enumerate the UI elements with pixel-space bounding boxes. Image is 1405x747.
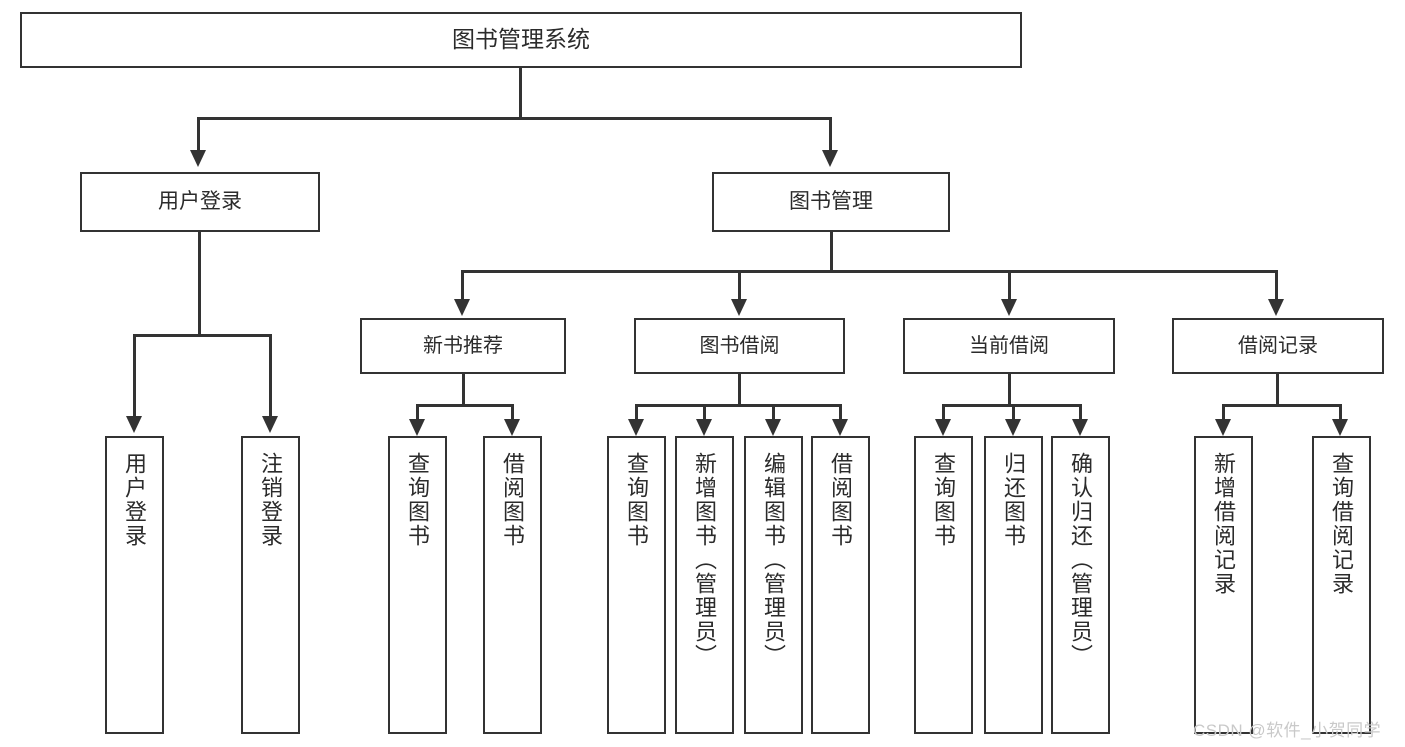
connector-level2-drop-3 bbox=[1008, 270, 1011, 302]
node-label: 用户登录 bbox=[158, 190, 242, 214]
connector-level2-drop-1 bbox=[461, 270, 464, 302]
node-label: 查询图书 bbox=[931, 452, 957, 548]
arrowhead-user-leaf-1 bbox=[126, 416, 142, 433]
leaf-current-confirm-return[interactable]: 确认归还（管理员） bbox=[1051, 436, 1110, 734]
arrowhead-borrow-leaf-2 bbox=[696, 419, 712, 436]
node-label: 当前借阅 bbox=[969, 334, 1049, 357]
node-new-book-recommend[interactable]: 新书推荐 bbox=[360, 318, 566, 374]
arrowhead-level1-user bbox=[190, 150, 206, 167]
arrowhead-user-leaf-2 bbox=[262, 416, 278, 433]
node-label: 新增图书（管理员） bbox=[692, 452, 718, 668]
node-root-system[interactable]: 图书管理系统 bbox=[20, 12, 1022, 68]
watermark-csdn: CSDN @软件_小贺同学 bbox=[1193, 721, 1382, 740]
arrowhead-borrow-leaf-4 bbox=[832, 419, 848, 436]
node-label: 借阅记录 bbox=[1238, 334, 1318, 357]
node-label: 用户登录 bbox=[122, 452, 148, 548]
node-label: 查询图书 bbox=[405, 452, 431, 548]
arrowhead-level2-3 bbox=[1001, 299, 1017, 316]
arrowhead-borrow-leaf-1 bbox=[628, 419, 644, 436]
node-borrow-record[interactable]: 借阅记录 bbox=[1172, 318, 1384, 374]
connector-borrow-drop-4 bbox=[839, 404, 842, 422]
connector-current-drop-3 bbox=[1079, 404, 1082, 422]
arrowhead-record-leaf-1 bbox=[1215, 419, 1231, 436]
node-current-borrow[interactable]: 当前借阅 bbox=[903, 318, 1115, 374]
node-label: 注销登录 bbox=[258, 452, 284, 548]
connector-level1-bus bbox=[197, 117, 832, 120]
connector-record-bus bbox=[1222, 404, 1341, 407]
connector-recommend-stem bbox=[462, 374, 465, 406]
connector-borrow-stem bbox=[738, 374, 741, 406]
connector-level1-drop-user bbox=[197, 117, 200, 153]
connector-level2-bus bbox=[461, 270, 1278, 273]
connector-current-drop-2 bbox=[1012, 404, 1015, 422]
connector-root-stem bbox=[519, 68, 522, 118]
arrowhead-borrow-leaf-3 bbox=[765, 419, 781, 436]
connector-level2-drop-4 bbox=[1275, 270, 1278, 302]
node-label: 查询图书 bbox=[624, 452, 650, 548]
node-label: 图书借阅 bbox=[699, 334, 780, 357]
leaf-record-query-record[interactable]: 查询借阅记录 bbox=[1312, 436, 1371, 734]
node-label: 编辑图书（管理员） bbox=[761, 452, 787, 668]
arrowhead-current-leaf-2 bbox=[1005, 419, 1021, 436]
connector-book-stem bbox=[830, 232, 833, 272]
node-label: 图书管理 bbox=[789, 190, 873, 214]
connector-current-bus bbox=[942, 404, 1079, 407]
connector-record-drop-2 bbox=[1339, 404, 1342, 422]
arrowhead-current-leaf-3 bbox=[1072, 419, 1088, 436]
connector-record-stem bbox=[1276, 374, 1279, 406]
connector-user-bus bbox=[133, 334, 269, 337]
node-book-borrow[interactable]: 图书借阅 bbox=[634, 318, 845, 374]
node-book-management[interactable]: 图书管理 bbox=[712, 172, 950, 232]
node-label: 查询借阅记录 bbox=[1329, 452, 1355, 596]
node-label: 图书管理系统 bbox=[452, 26, 590, 53]
leaf-record-add-record[interactable]: 新增借阅记录 bbox=[1194, 436, 1253, 734]
node-label: 归还图书 bbox=[1001, 452, 1027, 548]
leaf-recommend-borrow-book[interactable]: 借阅图书 bbox=[483, 436, 542, 734]
connector-user-drop-2 bbox=[269, 334, 272, 419]
node-label: 借阅图书 bbox=[500, 452, 526, 548]
leaf-borrow-query-book[interactable]: 查询图书 bbox=[607, 436, 666, 734]
connector-record-drop-1 bbox=[1222, 404, 1225, 422]
node-label: 新增借阅记录 bbox=[1211, 452, 1237, 596]
leaf-borrow-add-book[interactable]: 新增图书（管理员） bbox=[675, 436, 734, 734]
connector-user-stem bbox=[198, 232, 201, 336]
arrowhead-recommend-leaf-2 bbox=[504, 419, 520, 436]
connector-level1-drop-book bbox=[829, 117, 832, 153]
arrowhead-level2-1 bbox=[454, 299, 470, 316]
node-label: 借阅图书 bbox=[828, 452, 854, 548]
connector-user-drop-1 bbox=[133, 334, 136, 419]
connector-borrow-drop-1 bbox=[635, 404, 638, 422]
leaf-borrow-edit-book[interactable]: 编辑图书（管理员） bbox=[744, 436, 803, 734]
connector-borrow-bus bbox=[635, 404, 841, 407]
connector-recommend-bus bbox=[416, 404, 513, 407]
leaf-current-query-book[interactable]: 查询图书 bbox=[914, 436, 973, 734]
connector-recommend-drop-1 bbox=[416, 404, 419, 422]
leaf-current-return-book[interactable]: 归还图书 bbox=[984, 436, 1043, 734]
leaf-borrow-borrow-book[interactable]: 借阅图书 bbox=[811, 436, 870, 734]
arrowhead-current-leaf-1 bbox=[935, 419, 951, 436]
arrowhead-level1-book bbox=[822, 150, 838, 167]
node-label: 新书推荐 bbox=[423, 334, 503, 357]
arrowhead-level2-4 bbox=[1268, 299, 1284, 316]
leaf-recommend-query-book[interactable]: 查询图书 bbox=[388, 436, 447, 734]
connector-recommend-drop-2 bbox=[511, 404, 514, 422]
node-label: 确认归还（管理员） bbox=[1068, 452, 1094, 668]
connector-current-stem bbox=[1008, 374, 1011, 406]
arrowhead-level2-2 bbox=[731, 299, 747, 316]
leaf-user-login[interactable]: 用户登录 bbox=[105, 436, 164, 734]
connector-borrow-drop-3 bbox=[772, 404, 775, 422]
arrowhead-recommend-leaf-1 bbox=[409, 419, 425, 436]
arrowhead-record-leaf-2 bbox=[1332, 419, 1348, 436]
connector-current-drop-1 bbox=[942, 404, 945, 422]
leaf-user-logout[interactable]: 注销登录 bbox=[241, 436, 300, 734]
connector-level2-drop-2 bbox=[738, 270, 741, 302]
connector-borrow-drop-2 bbox=[703, 404, 706, 422]
node-user-login[interactable]: 用户登录 bbox=[80, 172, 320, 232]
